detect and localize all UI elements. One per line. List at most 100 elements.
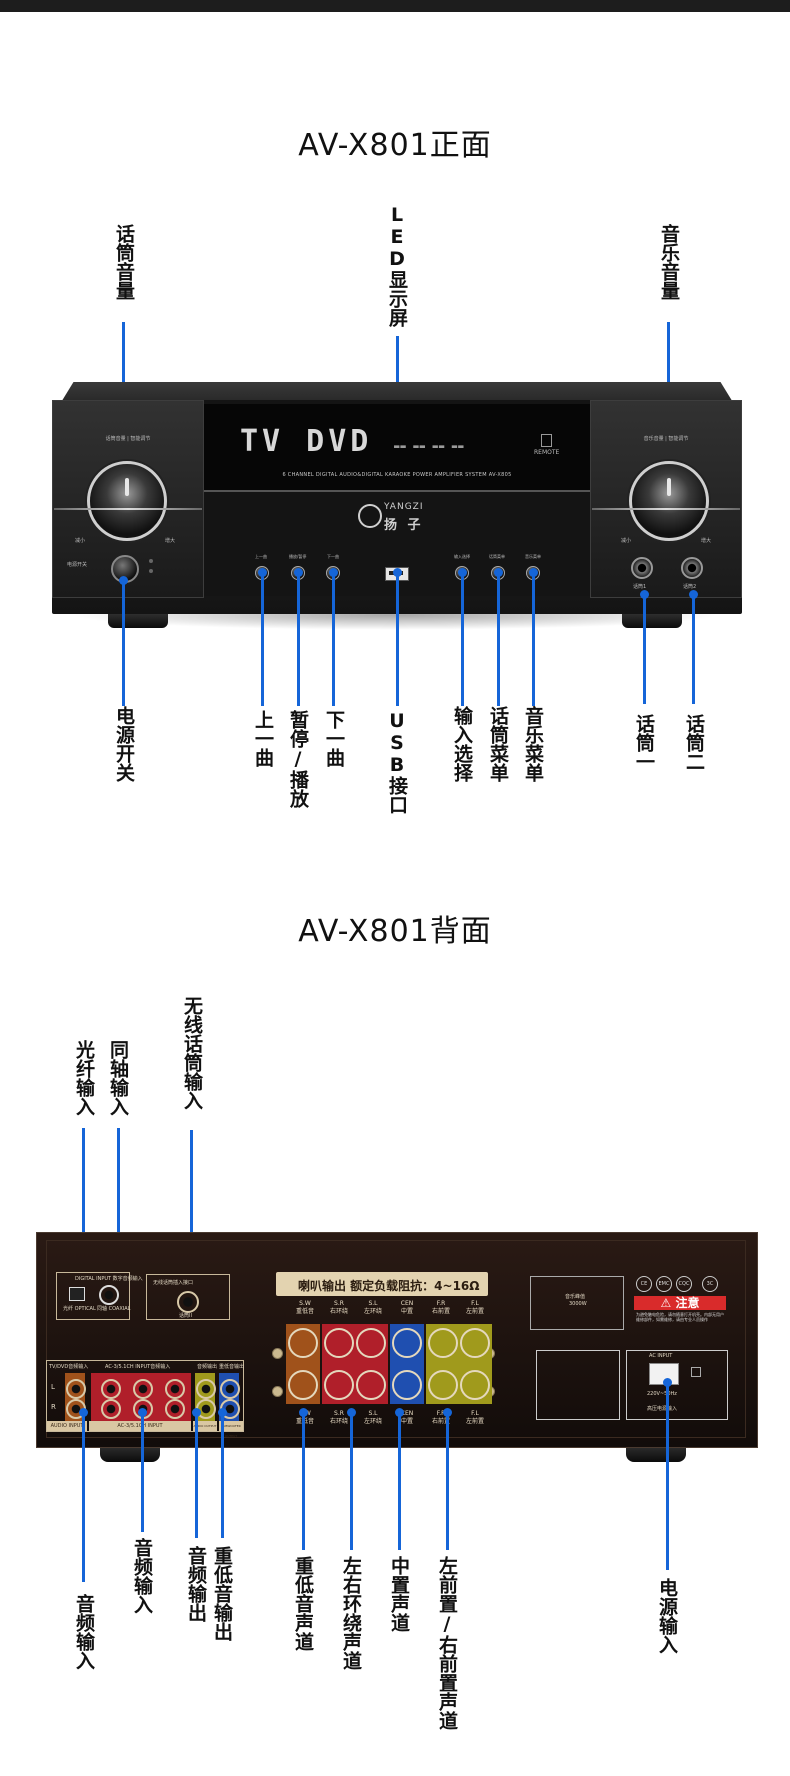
right-chrome-strip	[592, 508, 740, 510]
callout-next	[329, 568, 338, 706]
audio-output-strip: AUDIO OUTPUT	[193, 1421, 217, 1431]
wireless-mic-box: 无线话筒插入接口 话筒II	[146, 1274, 230, 1320]
fl-terminal-minus[interactable]	[460, 1370, 490, 1400]
tvdvd-caption: TV/DVD音频输入	[49, 1364, 89, 1370]
fr-terminal-plus[interactable]	[428, 1328, 458, 1358]
cen-terminal-minus[interactable]	[392, 1370, 422, 1400]
right-knob-min: 减小	[621, 538, 632, 544]
wireless-mic-port[interactable]	[177, 1291, 199, 1313]
remote-icon	[541, 434, 553, 447]
warning-icon: ⚠	[660, 1296, 676, 1310]
spk-name-text: 左前置	[465, 1308, 484, 1315]
audio-out-caption: 音频输出	[197, 1364, 218, 1370]
front-title: AV-X801正面	[298, 128, 492, 163]
spk-code-text: S.R	[334, 1300, 344, 1307]
rear-foot-left	[100, 1444, 160, 1462]
cen-terminal-plus[interactable]	[392, 1328, 422, 1358]
rear-panel: DIGITAL INPUT 数字音频输入 光纤 OPTICAL 同轴 COAXI…	[36, 1232, 758, 1448]
callout-pause-play	[294, 568, 303, 706]
fuse-holder-icon	[691, 1367, 701, 1377]
vent-panel	[536, 1350, 620, 1420]
mic-volume-knob[interactable]	[87, 461, 167, 541]
speaker-output-header: 喇叭输出 额定负载阻抗：4~16Ω	[276, 1272, 488, 1296]
digital-input-box: DIGITAL INPUT 数字音频输入 光纤 OPTICAL 同轴 COAXI…	[56, 1272, 143, 1320]
warning-text: 为避免触电危险，请勿随意打开机壳。内部无用户维修部件，如需维修，请由专业人员操作	[636, 1312, 724, 1322]
spk-name-text: 中置	[400, 1308, 413, 1315]
sw-terminal-minus[interactable]	[288, 1370, 318, 1400]
label-power-input: 电源输入	[656, 1578, 678, 1654]
ac3-sw-jack[interactable]	[165, 1399, 185, 1419]
rear-foot-right	[626, 1444, 686, 1462]
mic2-jack[interactable]	[681, 557, 703, 579]
spk-name-text: 重低音	[295, 1308, 314, 1315]
power-caption: 电源开关	[67, 562, 88, 568]
tvdvd-l-jack[interactable]	[66, 1379, 86, 1399]
mic2-caption: 话筒2	[683, 584, 697, 590]
label-next: 下一曲	[323, 710, 345, 767]
spk-code-text: S.W	[299, 1300, 311, 1307]
label-sub-output: 重低音输出	[211, 1546, 233, 1641]
mic1-jack[interactable]	[631, 557, 653, 579]
coaxial-caption: 同轴 COAXIAL	[97, 1306, 131, 1312]
ac-voltage: 220V~50Hz	[647, 1391, 677, 1397]
callout-mic-menu	[494, 568, 503, 706]
brand-cn: 扬 子	[384, 518, 424, 533]
remote-label: REMOTE	[534, 449, 560, 456]
label-mic-volume: 话筒音量	[113, 224, 135, 300]
label-audio-input-2: 音频输入	[131, 1538, 153, 1614]
top-bar	[0, 0, 790, 12]
left-knob-min: 减小	[75, 538, 86, 544]
label-sub-channel: 重低音声道	[292, 1556, 314, 1651]
sw-terminal-plus[interactable]	[288, 1328, 318, 1358]
label-optical: 光纤输入	[73, 1040, 95, 1116]
ac-caption: 高压电源输入	[647, 1406, 678, 1412]
callout-power-input	[663, 1378, 672, 1570]
sub-jack-1[interactable]	[220, 1379, 240, 1399]
coaxial-port[interactable]	[99, 1285, 119, 1305]
ac3-cen-jack[interactable]	[165, 1379, 185, 1399]
fl-terminal-plus[interactable]	[460, 1328, 490, 1358]
spk-name-text: 右环绕	[329, 1418, 348, 1425]
callout-audio-input-2	[138, 1408, 147, 1532]
standby-led	[149, 569, 153, 573]
sl-terminal-plus[interactable]	[356, 1328, 386, 1358]
label-audio-output: 音频输出	[185, 1546, 207, 1622]
out-l-jack[interactable]	[196, 1379, 216, 1399]
spk-code-text: CEN	[400, 1410, 414, 1417]
callout-audio-input-1	[79, 1408, 88, 1582]
warning-banner: ⚠ 注意	[634, 1296, 726, 1310]
optical-port[interactable]	[69, 1287, 85, 1301]
label-pause-play: 暂停/播放	[287, 710, 309, 808]
brand-area: YANGZI 扬 子	[204, 490, 590, 544]
music-volume-knob[interactable]	[629, 461, 709, 541]
spk-name-text: 右前置	[431, 1308, 450, 1315]
left-wing: 话筒音量 | 智能调节 减小 增大 电源开关	[52, 400, 204, 598]
peak-power-chart: 音乐峰值 3000W	[530, 1276, 624, 1330]
label-prev: 上一曲	[252, 710, 274, 767]
label-front: 左前置/右前置声道	[436, 1556, 458, 1730]
spk-name-text: 中置	[400, 1418, 413, 1425]
sr-terminal-minus[interactable]	[324, 1370, 354, 1400]
sr-terminal-plus[interactable]	[324, 1328, 354, 1358]
callout-prev	[258, 568, 267, 706]
mic1-caption: 话筒1	[633, 584, 647, 590]
sl-terminal-minus[interactable]	[356, 1370, 386, 1400]
spk-name-text: 左前置	[465, 1418, 484, 1425]
power-led	[149, 559, 153, 563]
left-chrome-strip	[54, 508, 202, 510]
ac3-fr-jack[interactable]	[101, 1399, 121, 1419]
optical-caption: 光纤 OPTICAL	[63, 1306, 96, 1312]
display-digits: TV DVD	[240, 424, 373, 459]
led-display: TV DVD ▬▬ ▬▬ ▬▬ ▬▬ REMOTE 6 CHANNEL DIGI…	[204, 404, 590, 492]
sub-out-caption: 重低音输出	[219, 1364, 245, 1370]
warning-title: 注意	[675, 1296, 700, 1310]
ac3-sl-jack[interactable]	[133, 1379, 153, 1399]
fr-terminal-minus[interactable]	[428, 1370, 458, 1400]
label-center: 中置声道	[388, 1556, 410, 1632]
ac3-fl-jack[interactable]	[101, 1379, 121, 1399]
